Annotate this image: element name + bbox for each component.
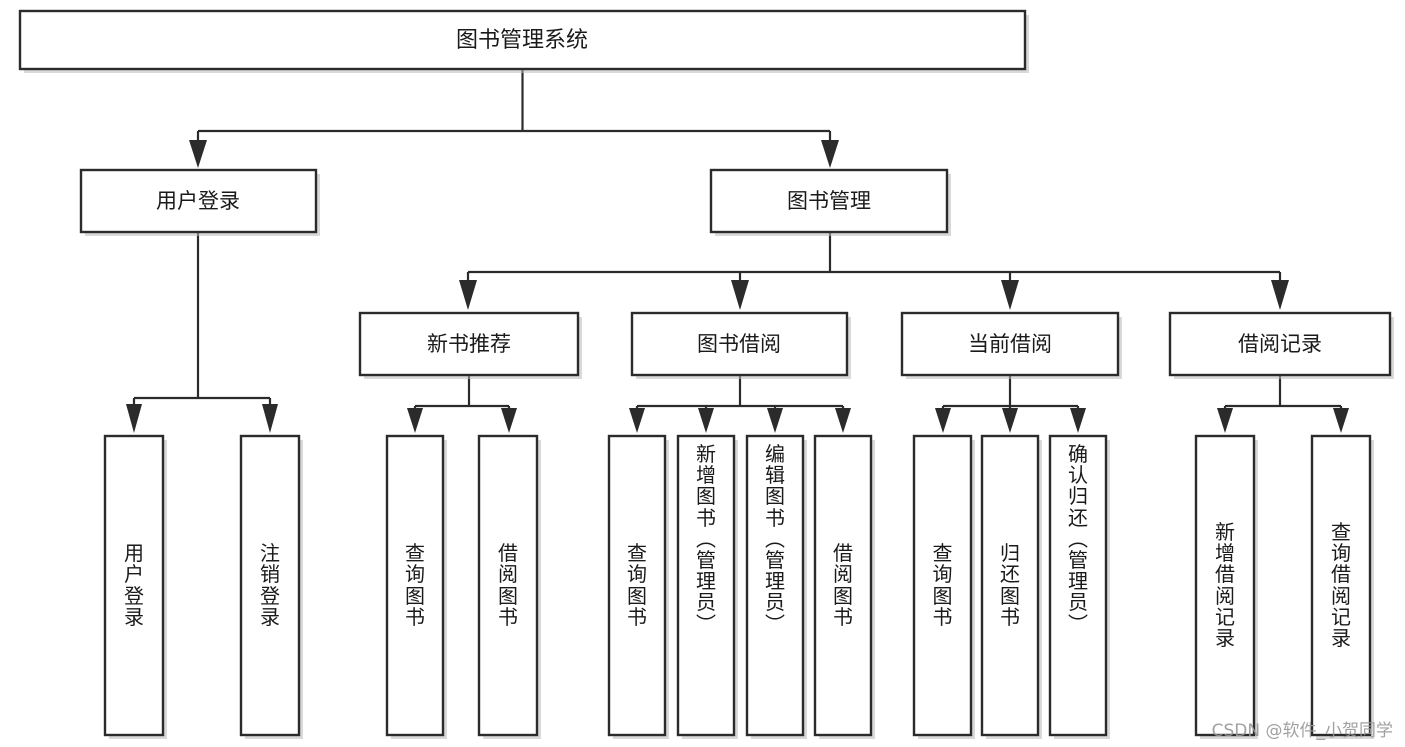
- arrow-to-leaf-return-book: [1002, 408, 1018, 433]
- arrow-to-leaf-query-record: [1333, 408, 1349, 433]
- leaf-box-add-record[interactable]: [1194, 434, 1256, 737]
- arrow-to-leaf-user-login: [126, 404, 142, 433]
- node-root-box[interactable]: [18, 9, 1027, 71]
- node-current-borrow[interactable]: 当前借阅: [900, 311, 1122, 379]
- leaf-boxes: [103, 434, 1374, 739]
- leaf-box-user-logout[interactable]: [239, 434, 301, 737]
- leaf-box-query-book-1[interactable]: [385, 434, 445, 737]
- connector-group-borrow-record: [1217, 375, 1349, 433]
- arrow-to-leaf-query-book-3: [935, 408, 951, 433]
- node-user-login[interactable]: 用户登录: [79, 168, 320, 236]
- leaf-box-user-login[interactable]: [103, 434, 165, 737]
- node-root-label: 图书管理系统: [456, 28, 588, 53]
- arrow-to-current-borrow: [1001, 280, 1019, 310]
- node-book-borrow[interactable]: 图书借阅: [630, 311, 851, 379]
- node-new-book-recommend[interactable]: 新书推荐: [358, 311, 582, 379]
- csdn-watermark: CSDN @软件_小贺同学: [1211, 721, 1393, 741]
- arrow-to-leaf-query-book-2: [629, 408, 645, 433]
- leaf-box-return-book[interactable]: [980, 434, 1040, 737]
- arrow-to-book-borrow: [731, 280, 749, 310]
- node-book-borrow-label: 图书借阅: [697, 332, 781, 356]
- arrow-to-leaf-add-book: [698, 408, 714, 433]
- node-book-manage[interactable]: 图书管理: [709, 168, 951, 236]
- leaf-box-borrow-book-2[interactable]: [813, 434, 873, 737]
- leaf-box-edit-book[interactable]: [745, 434, 805, 737]
- node-new-book-recommend-box[interactable]: [358, 311, 580, 377]
- node-borrow-record[interactable]: 借阅记录: [1168, 311, 1394, 379]
- node-new-book-recommend-label: 新书推荐: [427, 332, 511, 356]
- leaf-box-confirm-return[interactable]: [1048, 434, 1108, 737]
- leaf-box-query-book-2[interactable]: [607, 434, 667, 737]
- leaf-box-query-book-3[interactable]: [912, 434, 973, 737]
- node-user-login-label: 用户登录: [156, 189, 240, 213]
- node-current-borrow-label: 当前借阅: [968, 332, 1052, 356]
- arrow-to-leaf-add-record: [1217, 408, 1233, 433]
- arrow-to-leaf-borrow-book-1: [501, 408, 517, 433]
- connector-group-book-borrow: [629, 375, 851, 433]
- leaf-box-borrow-book-1[interactable]: [477, 434, 539, 737]
- node-book-borrow-box[interactable]: [630, 311, 849, 377]
- arrow-to-new-book-recommend: [459, 280, 477, 310]
- arrow-to-leaf-borrow-book-2: [835, 408, 851, 433]
- connector-group-book-manage: [459, 232, 1289, 310]
- connector-group-current-borrow: [935, 375, 1086, 433]
- node-book-manage-box[interactable]: [709, 168, 949, 234]
- arrow-to-leaf-confirm-return: [1070, 408, 1086, 433]
- leaf-box-add-book[interactable]: [676, 434, 736, 737]
- node-current-borrow-box[interactable]: [900, 311, 1120, 377]
- node-borrow-record-label: 借阅记录: [1238, 332, 1322, 356]
- arrow-to-borrow-record: [1271, 280, 1289, 310]
- connector-group-root: [189, 70, 839, 168]
- node-user-login-box[interactable]: [79, 168, 318, 234]
- node-root[interactable]: 图书管理系统: [18, 9, 1029, 73]
- connector-group-new-book-recommend: [407, 375, 517, 433]
- leaf-box-query-record[interactable]: [1310, 434, 1372, 737]
- arrow-to-leaf-user-logout: [262, 404, 278, 433]
- arrow-to-leaf-edit-book: [767, 408, 783, 433]
- node-book-manage-label: 图书管理: [787, 189, 871, 213]
- arrow-root-to-user-login: [189, 140, 207, 168]
- arrow-to-leaf-query-book-1: [407, 408, 423, 433]
- arrow-root-to-book-manage: [821, 140, 839, 168]
- connector-group-user-login: [126, 232, 278, 433]
- node-borrow-record-box[interactable]: [1168, 311, 1392, 377]
